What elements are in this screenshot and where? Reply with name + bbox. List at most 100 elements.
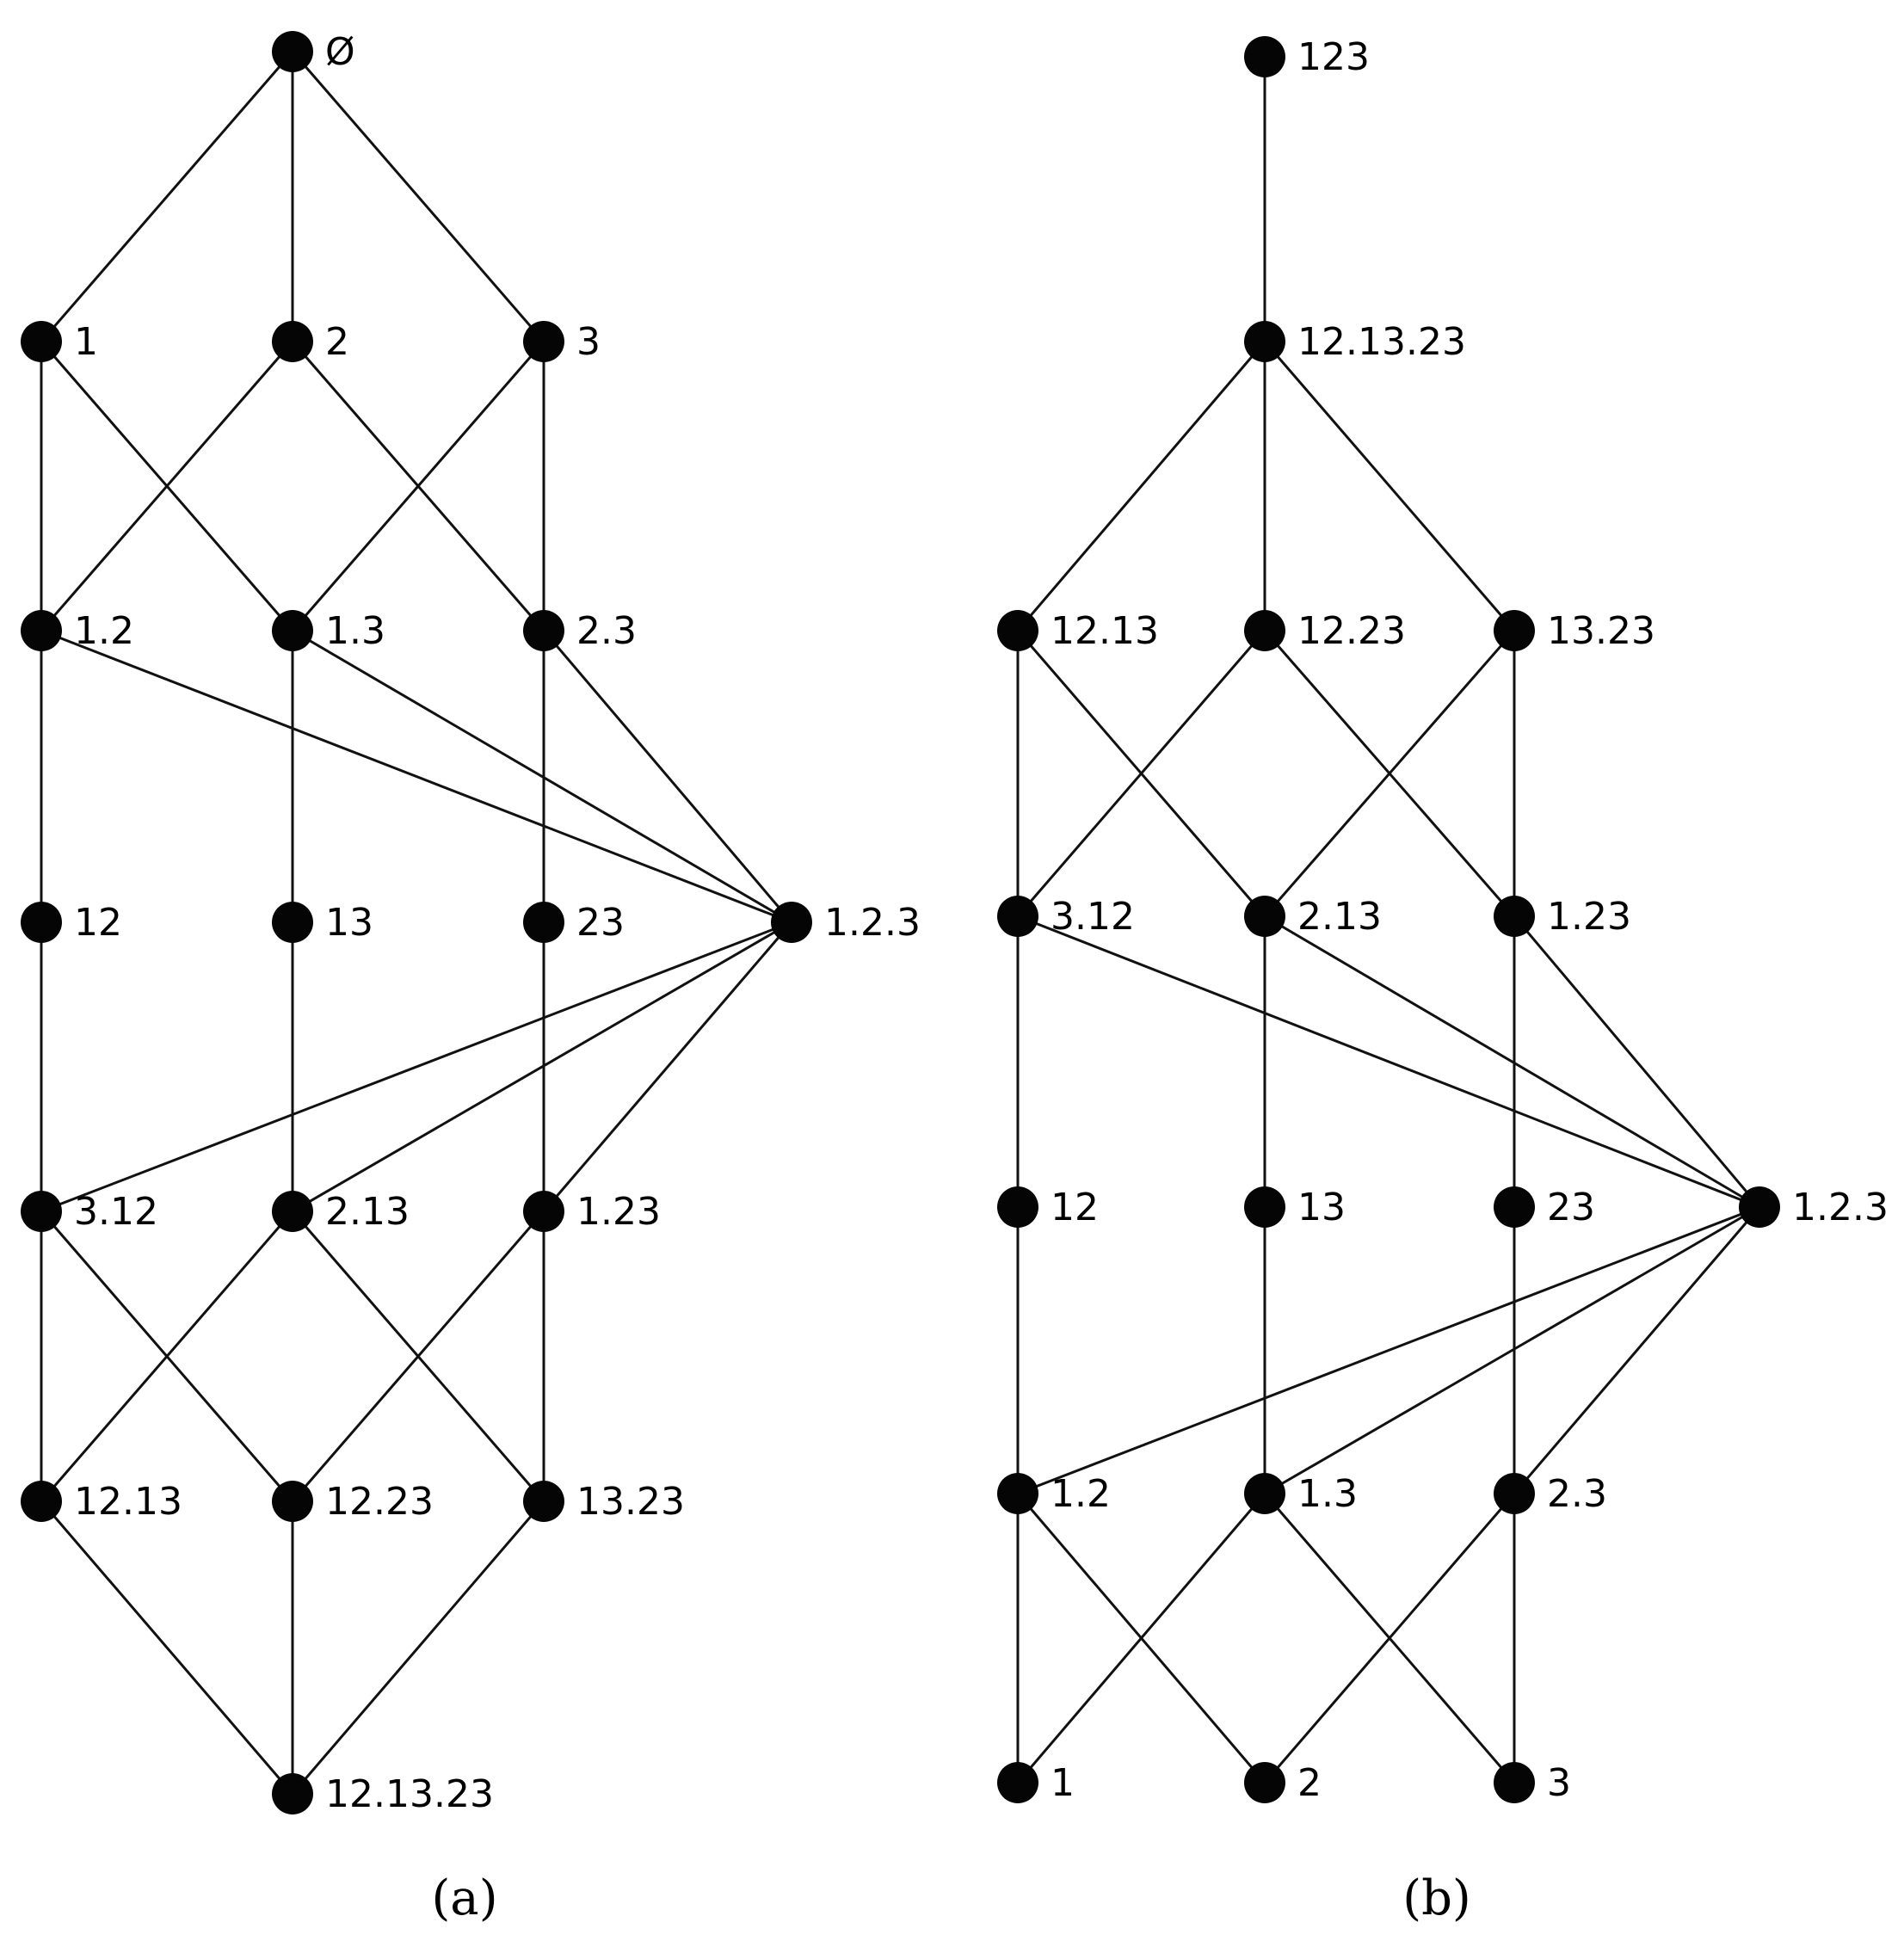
- node-a-13: [272, 902, 313, 943]
- node-b-3: [1494, 1762, 1535, 1803]
- node-label-a-2-13: 2.13: [325, 1190, 410, 1234]
- edge-a-1-2-3-to-2-13: [292, 921, 792, 1213]
- node-label-a-3-12: 3.12: [74, 1190, 158, 1234]
- node-label-b-12-23: 12.23: [1297, 609, 1406, 653]
- node-label-b-3: 3: [1547, 1761, 1571, 1805]
- node-a-3-12: [21, 1191, 62, 1232]
- node-label-a-13: 13: [325, 901, 373, 945]
- edge-b-13-23-to-2-13: [1263, 630, 1516, 917]
- node-label-b-123: 123: [1297, 35, 1370, 79]
- node-label-a-12-13: 12.13: [74, 1480, 182, 1524]
- node-label-a-2-3: 2.3: [576, 609, 637, 653]
- node-label-b-2-3: 2.3: [1547, 1472, 1607, 1516]
- node-label-b-3-12: 3.12: [1051, 895, 1135, 939]
- node-a-1: [21, 321, 62, 362]
- edge-b-2-3-to-2: [1263, 1493, 1516, 1784]
- caption-a: (a): [431, 1870, 497, 1926]
- node-b-12-23: [1244, 610, 1285, 651]
- edge-a-12-13-to-12-13-23: [40, 1500, 294, 1795]
- node-b-1: [997, 1762, 1038, 1803]
- node-b-2: [1244, 1762, 1285, 1803]
- edge-b-12-23-to-3-12: [1016, 630, 1266, 917]
- node-label-a-13-23: 13.23: [576, 1480, 685, 1524]
- node-a-empty-set: [272, 31, 313, 72]
- node-label-b-12-13-23: 12.13.23: [1297, 320, 1466, 364]
- node-b-123: [1244, 36, 1285, 77]
- node-label-b-12: 12: [1051, 1186, 1099, 1229]
- node-b-12-13: [997, 610, 1038, 651]
- edge-b-1-2-3-to-1-3: [1264, 1205, 1760, 1495]
- edge-a-1-3-to-1-2-3: [292, 629, 792, 924]
- node-label-a-1-2-3: 1.2.3: [824, 901, 921, 945]
- node-b-1-2: [997, 1473, 1038, 1514]
- node-a-2: [272, 321, 313, 362]
- edge-a-1-2-to-1-2-3: [40, 629, 792, 924]
- edge-b-1-23-to-1-2-3: [1513, 915, 1761, 1208]
- edge-a-empty-set-to-3: [291, 51, 545, 342]
- node-label-a-empty-set: Ø: [325, 30, 355, 74]
- node-label-b-13: 13: [1297, 1186, 1346, 1229]
- node-b-13: [1244, 1186, 1285, 1228]
- node-label-b-1-3: 1.3: [1297, 1472, 1358, 1516]
- node-b-13-23: [1494, 610, 1535, 651]
- edges-b: [1016, 57, 1761, 1784]
- node-label-b-12-13: 12.13: [1051, 609, 1159, 653]
- node-label-a-12: 12: [74, 901, 122, 945]
- node-label-a-1-2: 1.2: [74, 609, 134, 653]
- node-label-b-1: 1: [1051, 1761, 1075, 1805]
- edge-a-1-2-3-to-3-12: [40, 921, 792, 1213]
- node-label-a-12-13-23: 12.13.23: [325, 1772, 494, 1816]
- node-label-b-2: 2: [1297, 1761, 1322, 1805]
- node-a-1-3: [272, 610, 313, 651]
- node-b-12-13-23: [1244, 321, 1285, 362]
- node-label-a-1: 1: [74, 320, 98, 364]
- node-label-b-1-2-3: 1.2.3: [1792, 1186, 1889, 1229]
- edge-b-1-2-3-to-1-2: [1017, 1205, 1760, 1495]
- node-b-1-3: [1244, 1473, 1285, 1514]
- edge-b-1-3-to-1: [1016, 1493, 1266, 1784]
- node-b-2-3: [1494, 1473, 1535, 1514]
- node-label-b-23: 23: [1547, 1186, 1595, 1229]
- edge-b-3-12-to-1-2-3: [1017, 915, 1760, 1209]
- node-label-a-1-23: 1.23: [576, 1190, 661, 1234]
- node-b-2-13: [1244, 896, 1285, 937]
- node-b-1-2-3: [1739, 1186, 1780, 1228]
- node-b-12: [997, 1186, 1038, 1228]
- node-label-a-2: 2: [325, 320, 349, 364]
- node-label-a-1-3: 1.3: [325, 609, 385, 653]
- node-a-1-2: [21, 610, 62, 651]
- edge-a-empty-set-to-1: [40, 51, 294, 342]
- node-a-2-3: [523, 610, 564, 651]
- node-a-13-23: [523, 1481, 564, 1522]
- node-a-1-23: [523, 1191, 564, 1232]
- node-label-a-3: 3: [576, 320, 601, 364]
- node-a-3: [523, 321, 564, 362]
- node-a-12: [21, 902, 62, 943]
- edge-b-2-13-to-1-2-3: [1264, 915, 1760, 1209]
- edge-a-2-to-1-2: [40, 341, 294, 631]
- node-a-12-13-23: [272, 1773, 313, 1814]
- edge-b-12-13-23-to-13-23: [1263, 341, 1516, 631]
- node-b-3-12: [997, 896, 1038, 937]
- caption-b: (b): [1402, 1870, 1471, 1926]
- edge-a-3-to-1-3: [291, 341, 545, 631]
- node-a-12-13: [21, 1481, 62, 1522]
- edge-a-2-3-to-1-2-3: [542, 630, 793, 923]
- node-label-b-1-23: 1.23: [1547, 895, 1631, 939]
- node-label-b-2-13: 2.13: [1297, 895, 1382, 939]
- node-b-1-23: [1494, 896, 1535, 937]
- edges-a: [40, 51, 793, 1795]
- node-a-12-23: [272, 1481, 313, 1522]
- edge-a-1-23-to-12-23: [291, 1211, 545, 1502]
- edge-a-13-23-to-12-13-23: [291, 1500, 545, 1795]
- node-label-a-12-23: 12.23: [325, 1480, 434, 1524]
- edge-b-12-13-23-to-12-13: [1016, 341, 1266, 631]
- edge-b-1-2-3-to-2-3: [1513, 1206, 1761, 1494]
- node-label-b-13-23: 13.23: [1547, 609, 1655, 653]
- edge-a-2-13-to-12-13: [40, 1211, 294, 1502]
